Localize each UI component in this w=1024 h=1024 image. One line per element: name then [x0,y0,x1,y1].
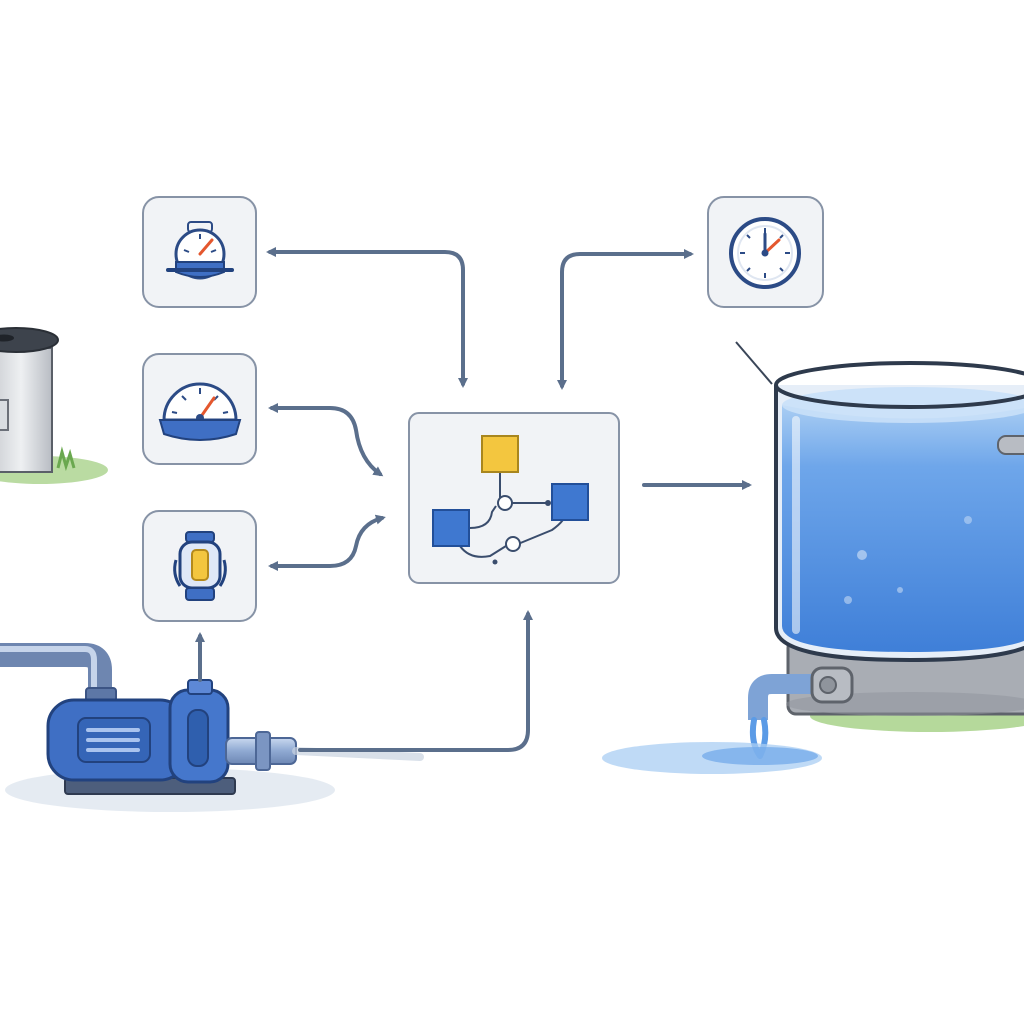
valve-sensor-panel [142,510,257,622]
arrow-pump-to-control [298,610,533,752]
gauge-leader-line [735,341,773,385]
flowchart-icon [432,435,589,565]
source-tank-hatch [0,334,14,342]
arrow-control-to-tank-gauge [560,249,694,332]
arrow-valve-sensor-link [270,514,386,568]
storage-tank [602,341,1024,774]
dial-gauge-panel [142,353,257,465]
pump-motor-ribs [86,728,140,752]
pump-head-slot [187,709,209,767]
arrow-control-to-pressure-gauge [266,247,465,380]
source-tank-window [0,399,9,431]
grass-tuft [56,446,76,472]
valve-sensor-icon [173,531,227,601]
connectors [195,247,752,752]
tank-gauge-panel [707,196,824,308]
inlet-pipe-highlight [0,646,97,700]
pressure-gauge-panel [142,196,257,308]
source-tank-lid [0,327,59,353]
source-tank [0,327,108,484]
pump-top-port [187,679,213,695]
pressure-gauge-icon [166,221,234,280]
tank-rim [774,361,1024,409]
pump [0,643,424,812]
clock-gauge-icon [729,217,801,289]
control-logic-panel [408,412,620,584]
dial-gauge-icon [158,382,242,441]
tank-outlet-pipe [748,674,818,720]
pump-outlet-flange [255,731,271,771]
tank-water [782,405,1024,652]
tank-side-port [997,435,1024,455]
arrow-dial-gauge-link [270,406,384,477]
water-puddle-inner [702,747,818,765]
